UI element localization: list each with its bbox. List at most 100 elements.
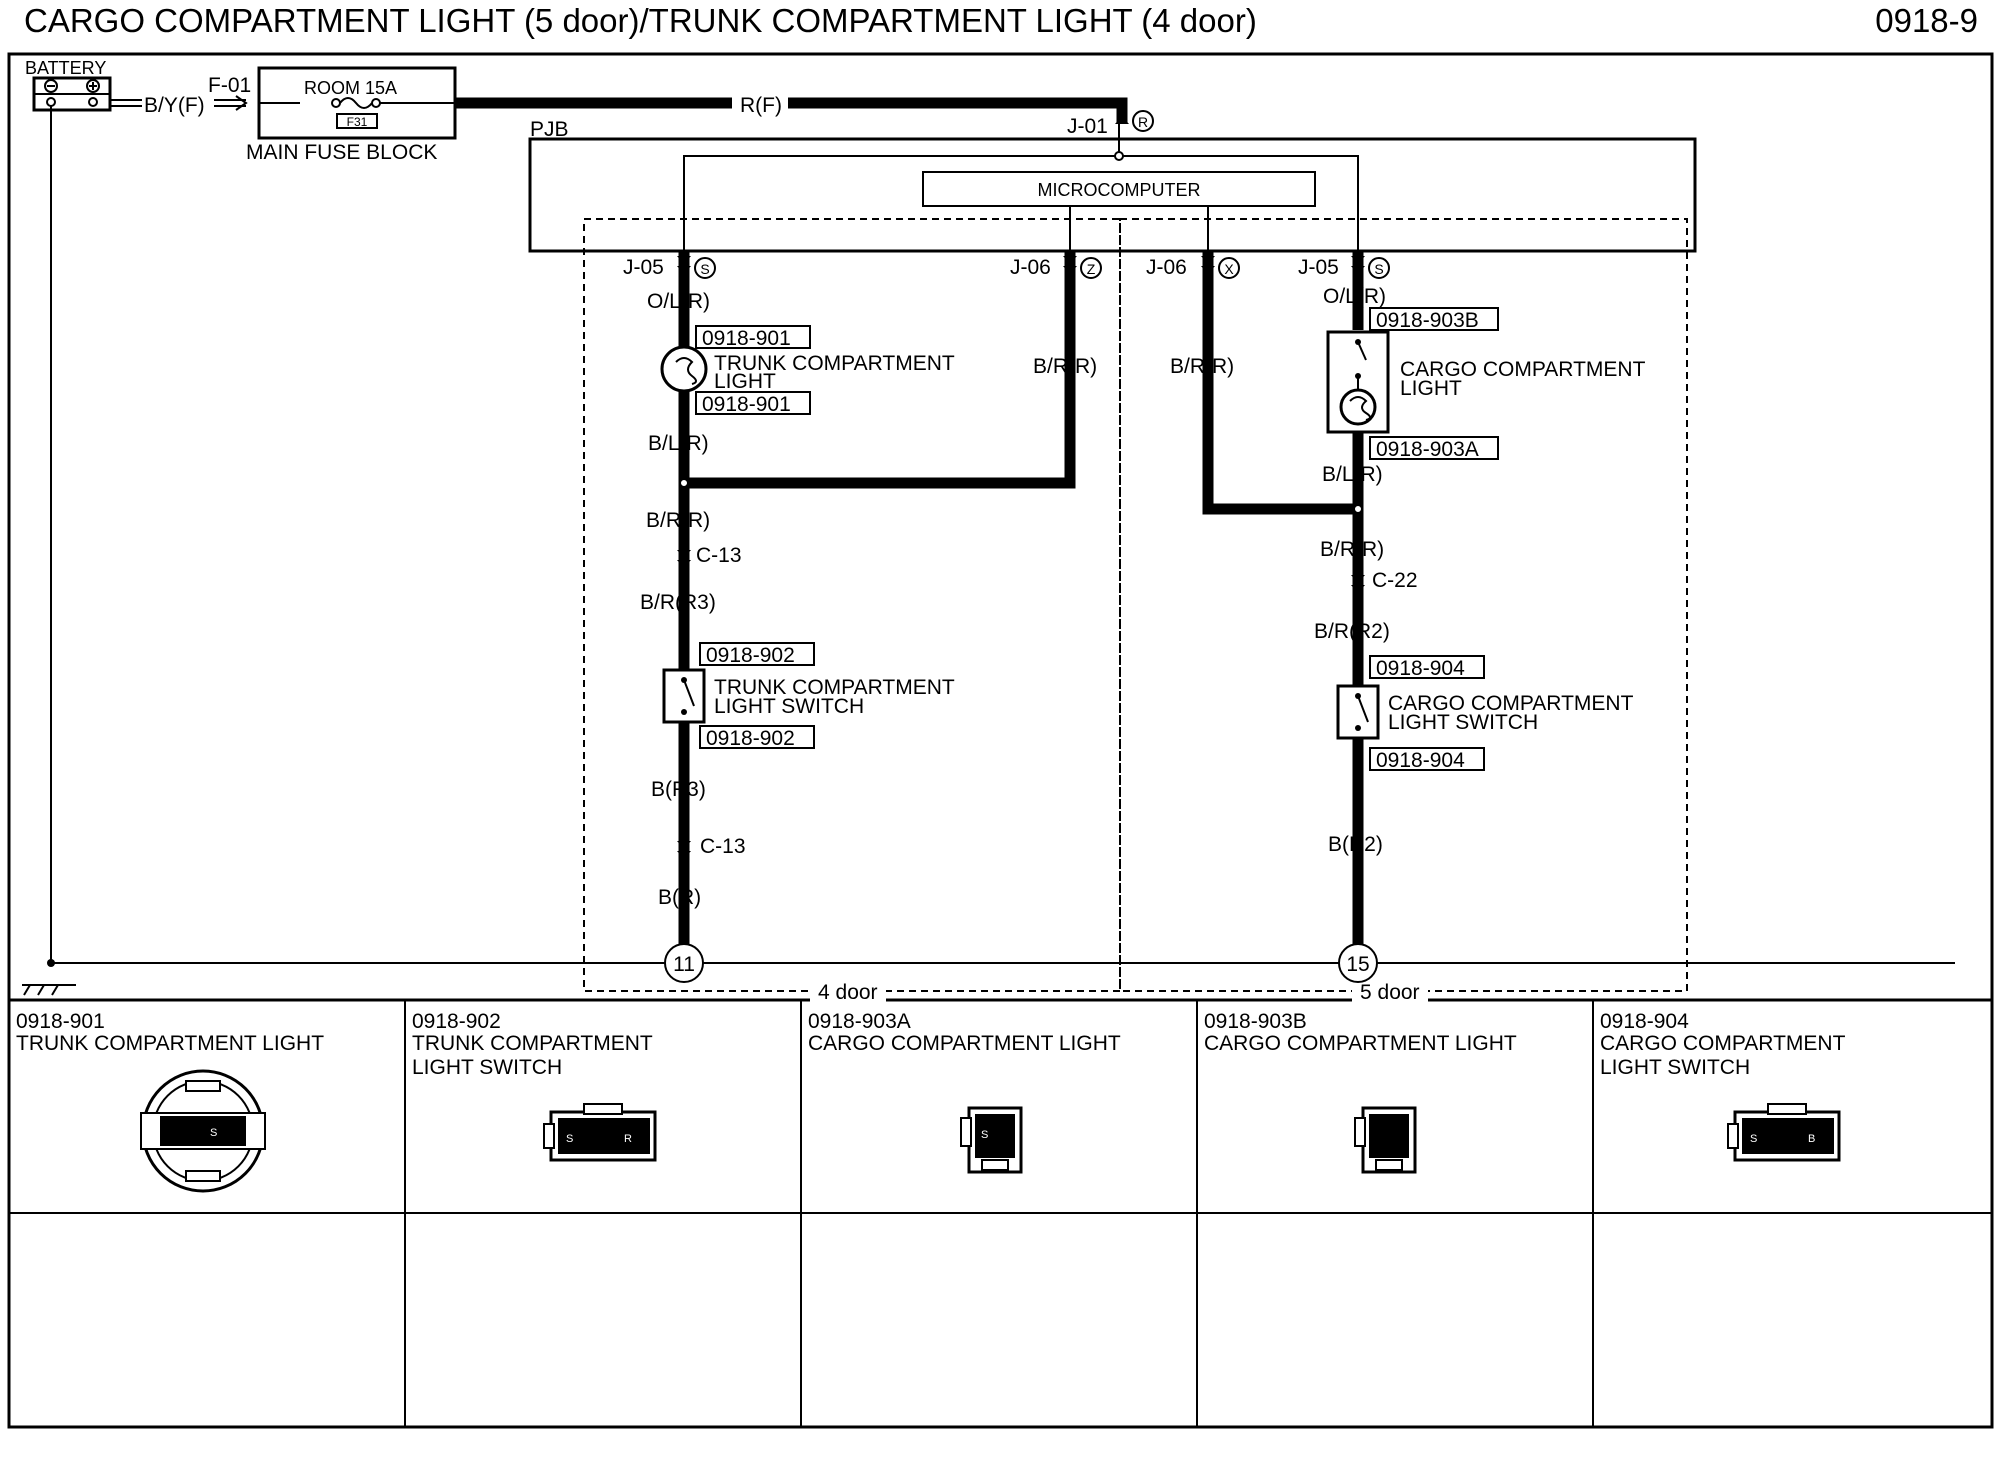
trunk-c13-bottom: C-13 (700, 835, 746, 858)
battery-wire-label: B/Y(F) (144, 94, 205, 117)
trunk-j06-terminal: Z (1087, 261, 1096, 277)
trunk-switch-icon (662, 668, 706, 724)
connector-marks (677, 116, 1365, 859)
table-cell-0918-901: 0918-901 TRUNK COMPARTMENT LIGHT S (16, 1010, 324, 1193)
microcomputer-box (922, 171, 1316, 207)
fuse-name: ROOM 15A (304, 78, 397, 98)
cargo-switch-conn-top-label: 0918-904 (1376, 657, 1465, 680)
trunk-light-label-1: TRUNK COMPARTMENT (714, 352, 955, 375)
table-cell-0918-903B: 0918-903B CARGO COMPARTMENT LIGHT (1204, 1010, 1517, 1174)
trunk-light-conn-bottom (695, 391, 811, 415)
two-pin-connector-icon (543, 1103, 657, 1162)
cargo-light-label-1: CARGO COMPARTMENT (1400, 358, 1646, 381)
connector-table: 0918-901 TRUNK COMPARTMENT LIGHT S 0918-… (16, 1010, 1846, 1193)
cargo-switch-icon (1336, 684, 1380, 740)
cargo-light-conn-b (1369, 307, 1499, 331)
page-number: 0918-9 (1875, 2, 1978, 39)
cell-name-1: CARGO COMPARTMENT LIGHT (808, 1032, 1121, 1055)
trunk-light-conn-top-label: 0918-901 (702, 327, 791, 350)
cargo-light-bulb-icon (1326, 330, 1390, 434)
trunk-ground-point (664, 943, 704, 983)
cargo-light-conn-a (1369, 436, 1499, 460)
cell-name-1: TRUNK COMPARTMENT LIGHT (16, 1032, 324, 1055)
pjb-label: PJB (530, 118, 569, 141)
fuse-connector-label: F-01 (208, 74, 251, 97)
battery-label: BATTERY (25, 58, 106, 78)
cargo-j06-label: J-06 (1146, 256, 1187, 279)
cell-name-1: TRUNK COMPARTMENT (412, 1032, 653, 1055)
trunk-c13-top: C-13 (696, 544, 742, 567)
cargo-wire-b2: B(R2) (1328, 833, 1383, 856)
small-connector-icon (960, 1106, 1023, 1174)
zone-4door-label: 4 door (818, 981, 878, 1004)
cargo-switch-label-2: LIGHT SWITCH (1388, 711, 1538, 734)
zone-5door-label: 5 door (1360, 981, 1420, 1004)
fuse-code: F31 (347, 115, 368, 129)
cell-code: 0918-903A (808, 1010, 911, 1033)
cell-name-1: CARGO COMPARTMENT (1600, 1032, 1846, 1055)
cargo-wire-br-side: B/R(R) (1170, 355, 1234, 378)
table-cell-0918-902: 0918-902 TRUNK COMPARTMENT LIGHT SWITCH … (412, 1010, 657, 1162)
pjb-box (528, 137, 1697, 253)
cargo-wire-br2: B/R(R2) (1314, 620, 1390, 643)
cargo-ground-number: 15 (1346, 953, 1369, 976)
pjb-terminal: R (1138, 114, 1148, 130)
page-frame (7, 52, 1994, 1429)
cargo-j05-label: J-05 (1298, 256, 1339, 279)
cargo-switch-conn-bottom-label: 0918-904 (1376, 749, 1465, 772)
trunk-wire-br-side: B/R(R) (1033, 355, 1097, 378)
pjb-internal-wiring (683, 124, 1359, 251)
trunk-wire-br3: B/R(R3) (640, 591, 716, 614)
cargo-switch-conn-top (1369, 655, 1485, 679)
trunk-ground-number: 11 (673, 953, 695, 976)
battery-icon (32, 76, 112, 112)
trunk-switch-conn-top (699, 642, 815, 666)
page-title: CARGO COMPARTMENT LIGHT (5 door)/TRUNK C… (24, 2, 1257, 39)
pin-label: S (981, 1129, 988, 1141)
cell-name-1: CARGO COMPARTMENT LIGHT (1204, 1032, 1517, 1055)
cell-name-2: LIGHT SWITCH (412, 1056, 562, 1079)
two-pin-connector-icon (1727, 1103, 1841, 1162)
trunk-j06-label: J-06 (1010, 256, 1051, 279)
trunk-light-conn-bottom-label: 0918-901 (702, 393, 791, 416)
trunk-wire-bl: B/L(R) (648, 432, 709, 455)
cell-code: 0918-902 (412, 1010, 501, 1033)
cargo-light-label-2: LIGHT (1400, 377, 1462, 400)
pin-label: S (210, 1127, 217, 1139)
cell-code: 0918-903B (1204, 1010, 1307, 1033)
cell-name-2: LIGHT SWITCH (1600, 1056, 1750, 1079)
cell-code: 0918-904 (1600, 1010, 1689, 1033)
cargo-light-conn-a-label: 0918-903A (1376, 438, 1479, 461)
pin-a-label: S (566, 1133, 573, 1145)
cargo-j05-terminal: S (1374, 261, 1383, 277)
cargo-wire-bl: B/L(R) (1322, 463, 1383, 486)
feed-wire-label: R(F) (740, 94, 782, 117)
trunk-switch-conn-top-label: 0918-902 (706, 644, 795, 667)
trunk-j05-label: J-05 (623, 256, 664, 279)
trunk-switch-conn-bottom-label: 0918-902 (706, 727, 795, 750)
cargo-switch-label-1: CARGO COMPARTMENT (1388, 692, 1634, 715)
trunk-wire-br: B/R(R) (646, 509, 710, 532)
ground-symbol-icon (22, 984, 76, 996)
pjb-connector-label: J-01 (1067, 115, 1108, 138)
trunk-light-conn-top (695, 325, 811, 349)
microcomputer-label: MICROCOMPUTER (1038, 180, 1201, 200)
cargo-wire-ol: O/L(R) (1323, 285, 1386, 308)
cargo-light-conn-b-label: 0918-903B (1376, 309, 1479, 332)
trunk-switch-label-2: LIGHT SWITCH (714, 695, 864, 718)
trunk-light-bulb-icon (660, 345, 708, 393)
fuse-block-label: MAIN FUSE BLOCK (246, 141, 437, 164)
trunk-switch-conn-bottom (699, 725, 815, 749)
table-cell-0918-903A: 0918-903A CARGO COMPARTMENT LIGHT S (808, 1010, 1121, 1174)
trunk-switch-label-1: TRUNK COMPARTMENT (714, 676, 955, 699)
trunk-wire-b: B(R) (658, 886, 701, 909)
round-connector-icon (140, 1069, 266, 1193)
small-connector-icon (1354, 1106, 1417, 1174)
cargo-j06-terminal: X (1224, 261, 1234, 277)
table-cell-0918-904: 0918-904 CARGO COMPARTMENT LIGHT SWITCH … (1600, 1010, 1846, 1162)
cargo-wire-br: B/R(R) (1320, 538, 1384, 561)
trunk-wire-ol: O/L(R) (647, 290, 710, 313)
cargo-c22: C-22 (1372, 569, 1418, 592)
trunk-wire-b3: B(R3) (651, 778, 706, 801)
